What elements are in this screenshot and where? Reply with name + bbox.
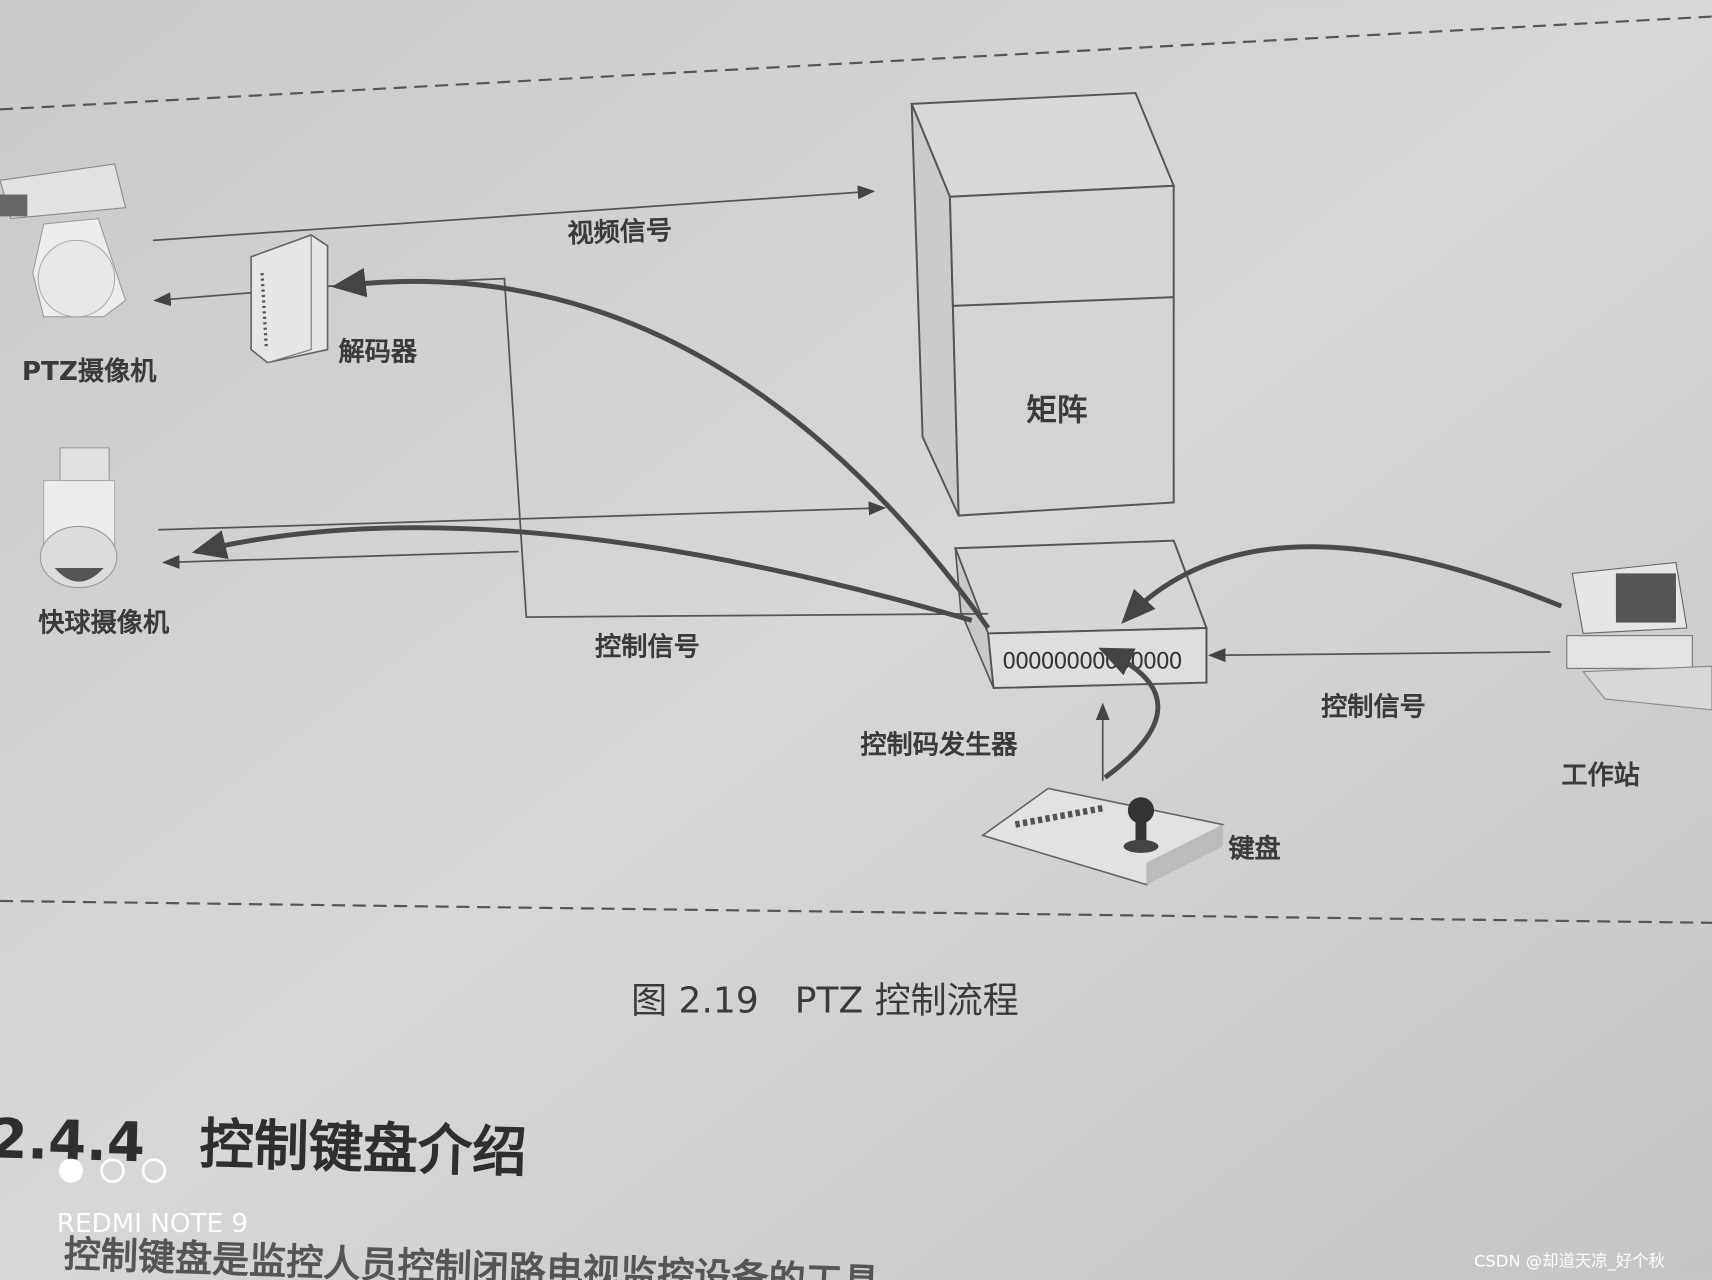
workstation-label: 工作站 (1561, 761, 1640, 791)
control-keyboard-icon (980, 787, 1225, 886)
source-watermark: CSDN @却道天凉_好个秋 (1474, 1252, 1665, 1272)
matrix-cabinet (910, 91, 1176, 517)
speed-dome-label: 快球摄像机 (38, 608, 170, 638)
video-signal-arrow-ptz (152, 185, 876, 242)
bottom-dashed-divider (0, 899, 1712, 924)
control-signal-label-right: 控制信号 (1321, 692, 1426, 722)
video-signal-arrow-dome (158, 501, 887, 531)
speed-dome-camera-icon (39, 447, 118, 589)
flow-arrow-from-keyboard (1098, 647, 1161, 780)
ptz-camera-icon (0, 163, 127, 318)
decoder-label: 解码器 (338, 337, 417, 367)
ptz-camera-label: PTZ摄像机 (22, 357, 157, 387)
top-dashed-divider (0, 15, 1712, 111)
decoder-icon (250, 234, 329, 364)
keyboard-label: 键盘 (1228, 833, 1280, 864)
generator-ports: 00000000000000 (1002, 649, 1181, 674)
flow-arrow-from-workstation (1121, 544, 1563, 624)
flow-arrow-to-decoder (331, 268, 991, 630)
matrix-label: 矩阵 (1026, 394, 1087, 429)
decoder-to-ptz-arrow (153, 291, 252, 307)
camera-watermark-dots (58, 1158, 167, 1183)
flow-arrow-to-dome (191, 525, 973, 623)
workstation-control-arrow (1208, 648, 1551, 663)
video-signal-label: 视频信号 (567, 216, 673, 250)
control-signal-label-left: 控制信号 (595, 632, 700, 662)
figure-caption: 图 2.19 PTZ 控制流程 (631, 980, 1019, 1021)
code-generator-label: 控制码发生器 (860, 730, 1018, 761)
control-arrow-dome (162, 550, 519, 569)
device-watermark: REDMI NOTE 9 (57, 1209, 248, 1239)
workstation-computer-icon (1566, 561, 1712, 711)
section-heading: 2.4.4 控制键盘介绍 (0, 1106, 528, 1184)
